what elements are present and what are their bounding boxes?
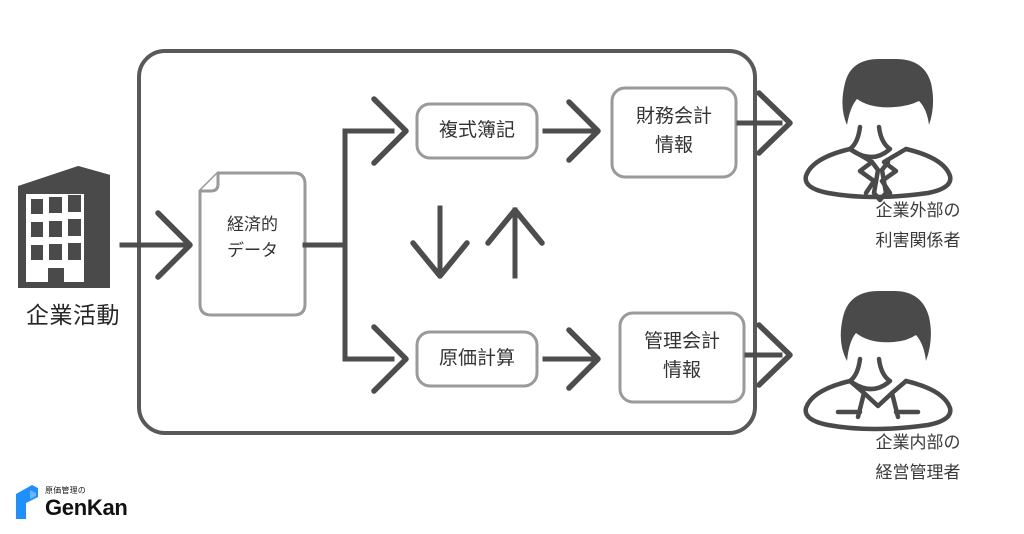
- genkan-logo-name: GenKan: [45, 495, 128, 520]
- person-casual-icon: [803, 291, 953, 432]
- genkan-logo-text: 原価管理の GenKan: [45, 487, 128, 520]
- arrow-cost-to-management: [542, 327, 601, 391]
- genkan-logo: 原価管理の GenKan: [14, 484, 128, 520]
- node-cost-accounting: [415, 330, 539, 388]
- arrow-enterprise-to-data: [119, 210, 193, 280]
- arrow-financial-to-external: [736, 90, 793, 156]
- genkan-logo-subtitle: 原価管理の: [45, 486, 86, 495]
- node-financial-accounting-information: [610, 86, 738, 179]
- system-boundary: [137, 49, 757, 435]
- arrow-management-to-internal: [744, 322, 793, 388]
- person-suit-icon: [803, 59, 953, 203]
- document-icon: [198, 171, 307, 317]
- arrow-bookkeeping-to-financial: [542, 99, 601, 163]
- genkan-logo-icon: [16, 485, 38, 519]
- up-arrow-icon: [485, 207, 545, 279]
- building-icon: [18, 166, 110, 288]
- down-arrow-icon: [410, 205, 470, 279]
- node-management-accounting-information: [618, 311, 746, 404]
- node-double-entry-bookkeeping: [415, 102, 539, 160]
- branch-connector: [302, 96, 409, 394]
